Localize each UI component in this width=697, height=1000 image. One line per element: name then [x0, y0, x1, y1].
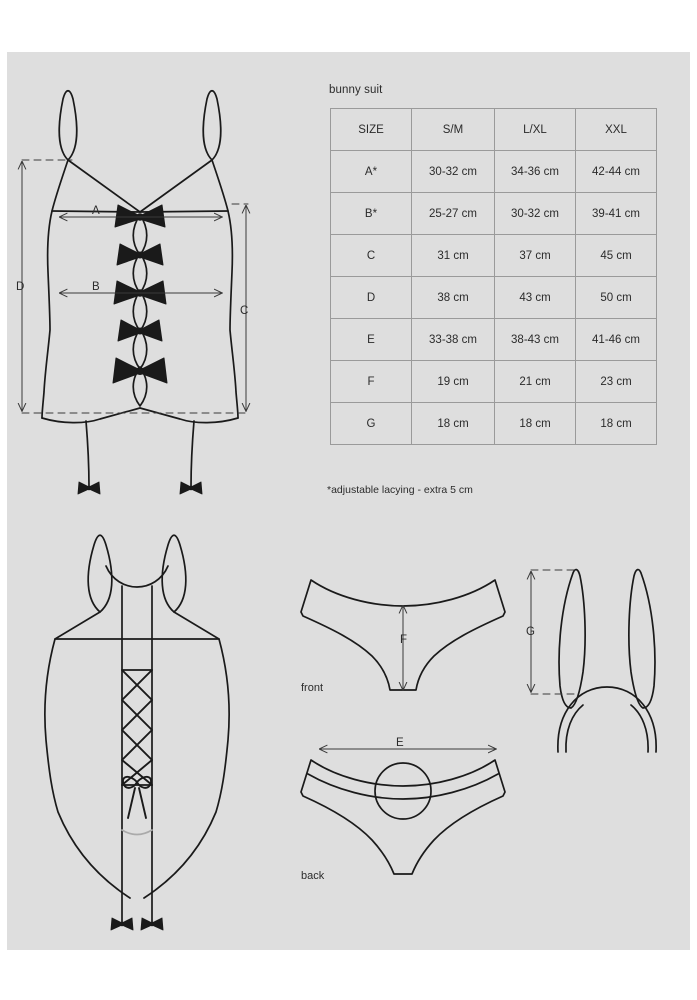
row-value-cell: 50 cm — [575, 276, 657, 319]
table-row: E 33-38 cm 38-43 cm 41-46 cm — [330, 318, 657, 361]
table-row: D 38 cm 43 cm 50 cm — [330, 276, 657, 319]
row-value-cell: 45 cm — [575, 234, 657, 277]
table-header-row: SIZE S/M L/XL XXL — [330, 108, 657, 151]
table-row: B* 25-27 cm 30-32 cm 39-41 cm — [330, 192, 657, 235]
table-header-cell: S/M — [411, 108, 495, 151]
row-label-cell: E — [330, 318, 412, 361]
row-value-cell: 41-46 cm — [575, 318, 657, 361]
row-label-cell: F — [330, 360, 412, 403]
dimension-label-e: E — [396, 737, 404, 749]
caption-panty-back: back — [301, 870, 325, 882]
row-value-cell: 18 cm — [411, 402, 495, 445]
table-row: A* 30-32 cm 34-36 cm 42-44 cm — [330, 150, 657, 193]
row-value-cell: 42-44 cm — [575, 150, 657, 193]
table-header-cell: SIZE — [330, 108, 412, 151]
row-value-cell: 18 cm — [494, 402, 576, 445]
table-title: bunny suit — [329, 84, 383, 96]
dimension-label-c: C — [240, 305, 249, 317]
dimension-label-b: B — [92, 281, 100, 293]
row-value-cell: 21 cm — [494, 360, 576, 403]
row-value-cell: 43 cm — [494, 276, 576, 319]
row-value-cell: 39-41 cm — [575, 192, 657, 235]
row-value-cell: 18 cm — [575, 402, 657, 445]
row-value-cell: 31 cm — [411, 234, 495, 277]
row-label-cell: C — [330, 234, 412, 277]
dimension-label-f: F — [400, 634, 408, 646]
table-row: G 18 cm 18 cm 18 cm — [330, 402, 657, 445]
row-value-cell: 25-27 cm — [411, 192, 495, 235]
table-footnote: *adjustable lacying - extra 5 cm — [327, 484, 473, 496]
table-header-cell: L/XL — [494, 108, 576, 151]
row-value-cell: 23 cm — [575, 360, 657, 403]
size-chart-table: SIZE S/M L/XL XXL A* 30-32 cm 34-36 cm 4… — [330, 108, 657, 445]
row-value-cell: 38-43 cm — [494, 318, 576, 361]
dimension-label-g: G — [526, 626, 535, 638]
table-row: F 19 cm 21 cm 23 cm — [330, 360, 657, 403]
dimension-label-a: A — [92, 205, 100, 217]
row-value-cell: 37 cm — [494, 234, 576, 277]
row-value-cell: 19 cm — [411, 360, 495, 403]
row-value-cell: 30-32 cm — [411, 150, 495, 193]
table-header-cell: XXL — [575, 108, 657, 151]
caption-panty-front: front — [301, 682, 324, 694]
row-value-cell: 33-38 cm — [411, 318, 495, 361]
row-label-cell: A* — [330, 150, 412, 193]
table-row: C 31 cm 37 cm 45 cm — [330, 234, 657, 277]
row-value-cell: 38 cm — [411, 276, 495, 319]
row-value-cell: 30-32 cm — [494, 192, 576, 235]
row-value-cell: 34-36 cm — [494, 150, 576, 193]
dimension-label-d: D — [16, 281, 25, 293]
row-label-cell: B* — [330, 192, 412, 235]
row-label-cell: G — [330, 402, 412, 445]
row-label-cell: D — [330, 276, 412, 319]
